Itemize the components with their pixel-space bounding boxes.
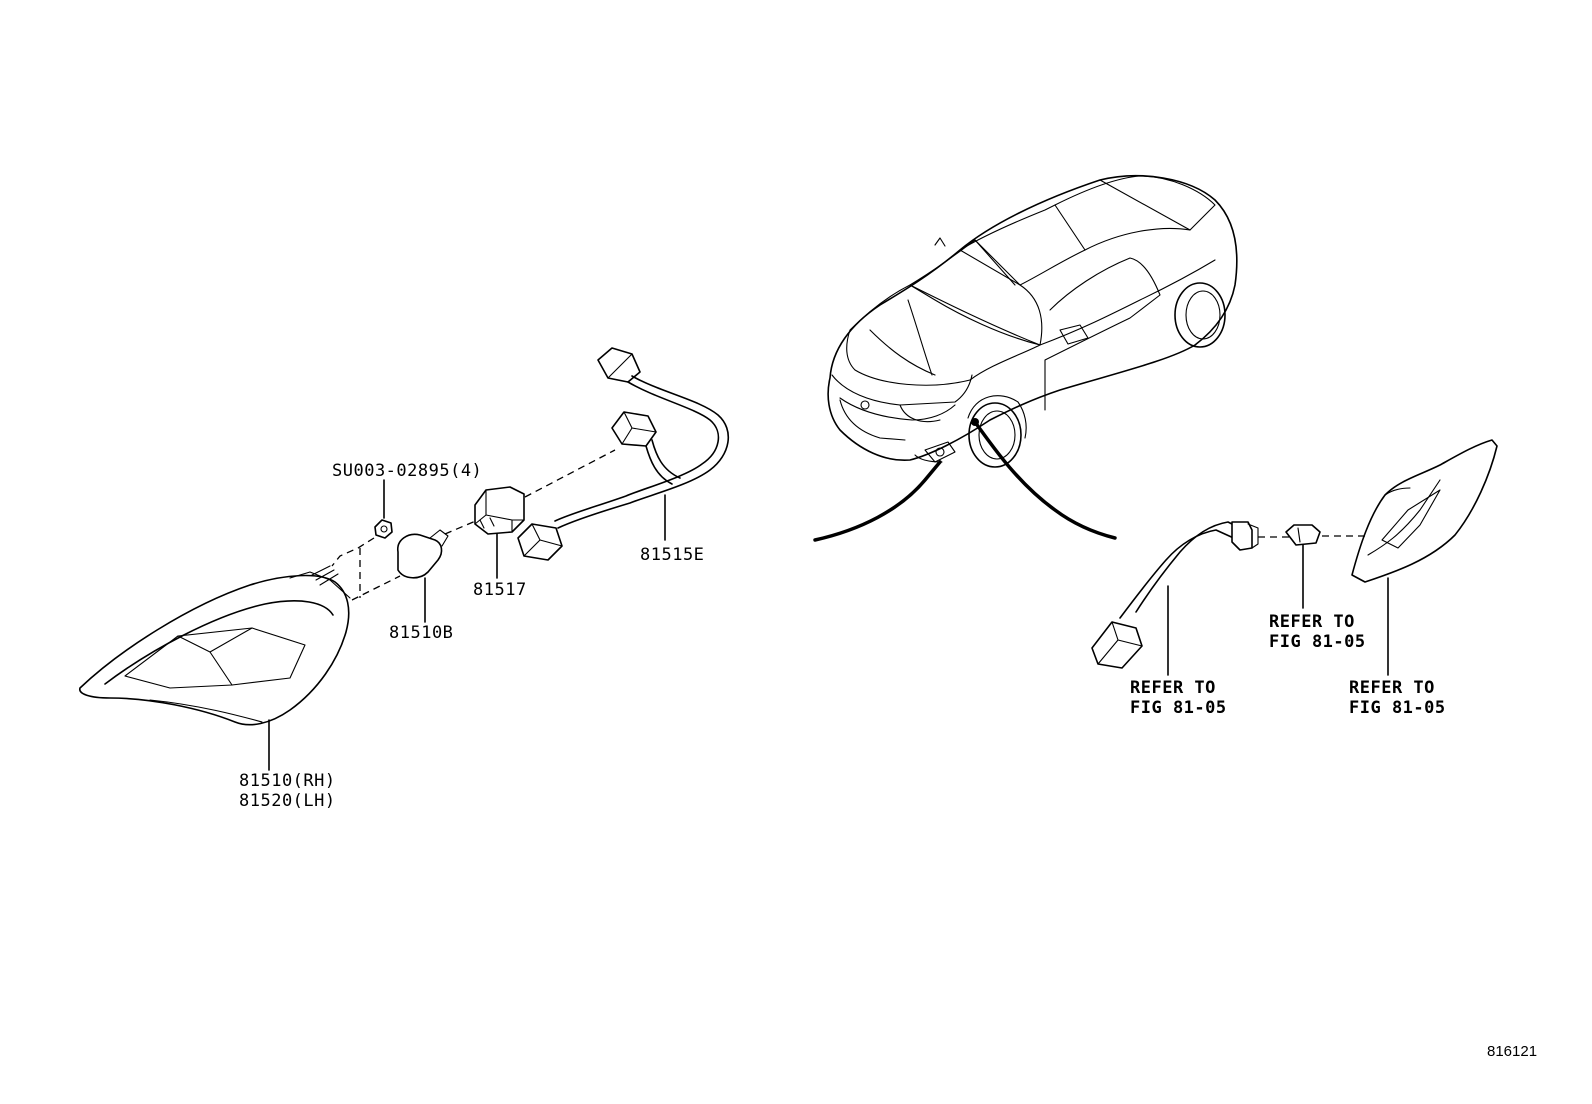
- reference-socket-part: [1091, 521, 1290, 676]
- reference-lamp-part: [1351, 439, 1498, 676]
- car-illustration: [813, 175, 1238, 542]
- nut-part: [331, 479, 393, 598]
- bulb-part: [351, 519, 479, 623]
- wire-harness-callout: 81515E: [640, 545, 705, 565]
- fog-lamp-assembly: [79, 565, 351, 771]
- refer-lamp-line2: FIG 81-05: [1349, 698, 1446, 718]
- wire-harness-part: [517, 347, 730, 561]
- bulb-callout: 81510B: [389, 623, 454, 643]
- refer-bulb-line2: FIG 81-05: [1269, 632, 1366, 652]
- nut-callout: SU003-02895(4): [332, 461, 483, 481]
- socket-callout: 81517: [473, 580, 527, 600]
- lamp-lh-callout: 81520(LH): [239, 791, 336, 811]
- refer-socket-line1: REFER TO: [1130, 678, 1216, 698]
- reference-bulb-part: [1285, 524, 1368, 609]
- socket-part: [474, 449, 616, 579]
- refer-lamp-line1: REFER TO: [1349, 678, 1435, 698]
- figure-number: 816121: [1487, 1043, 1538, 1060]
- refer-socket-line2: FIG 81-05: [1130, 698, 1227, 718]
- lamp-rh-callout: 81510(RH): [239, 771, 336, 791]
- refer-bulb-line1: REFER TO: [1269, 612, 1355, 632]
